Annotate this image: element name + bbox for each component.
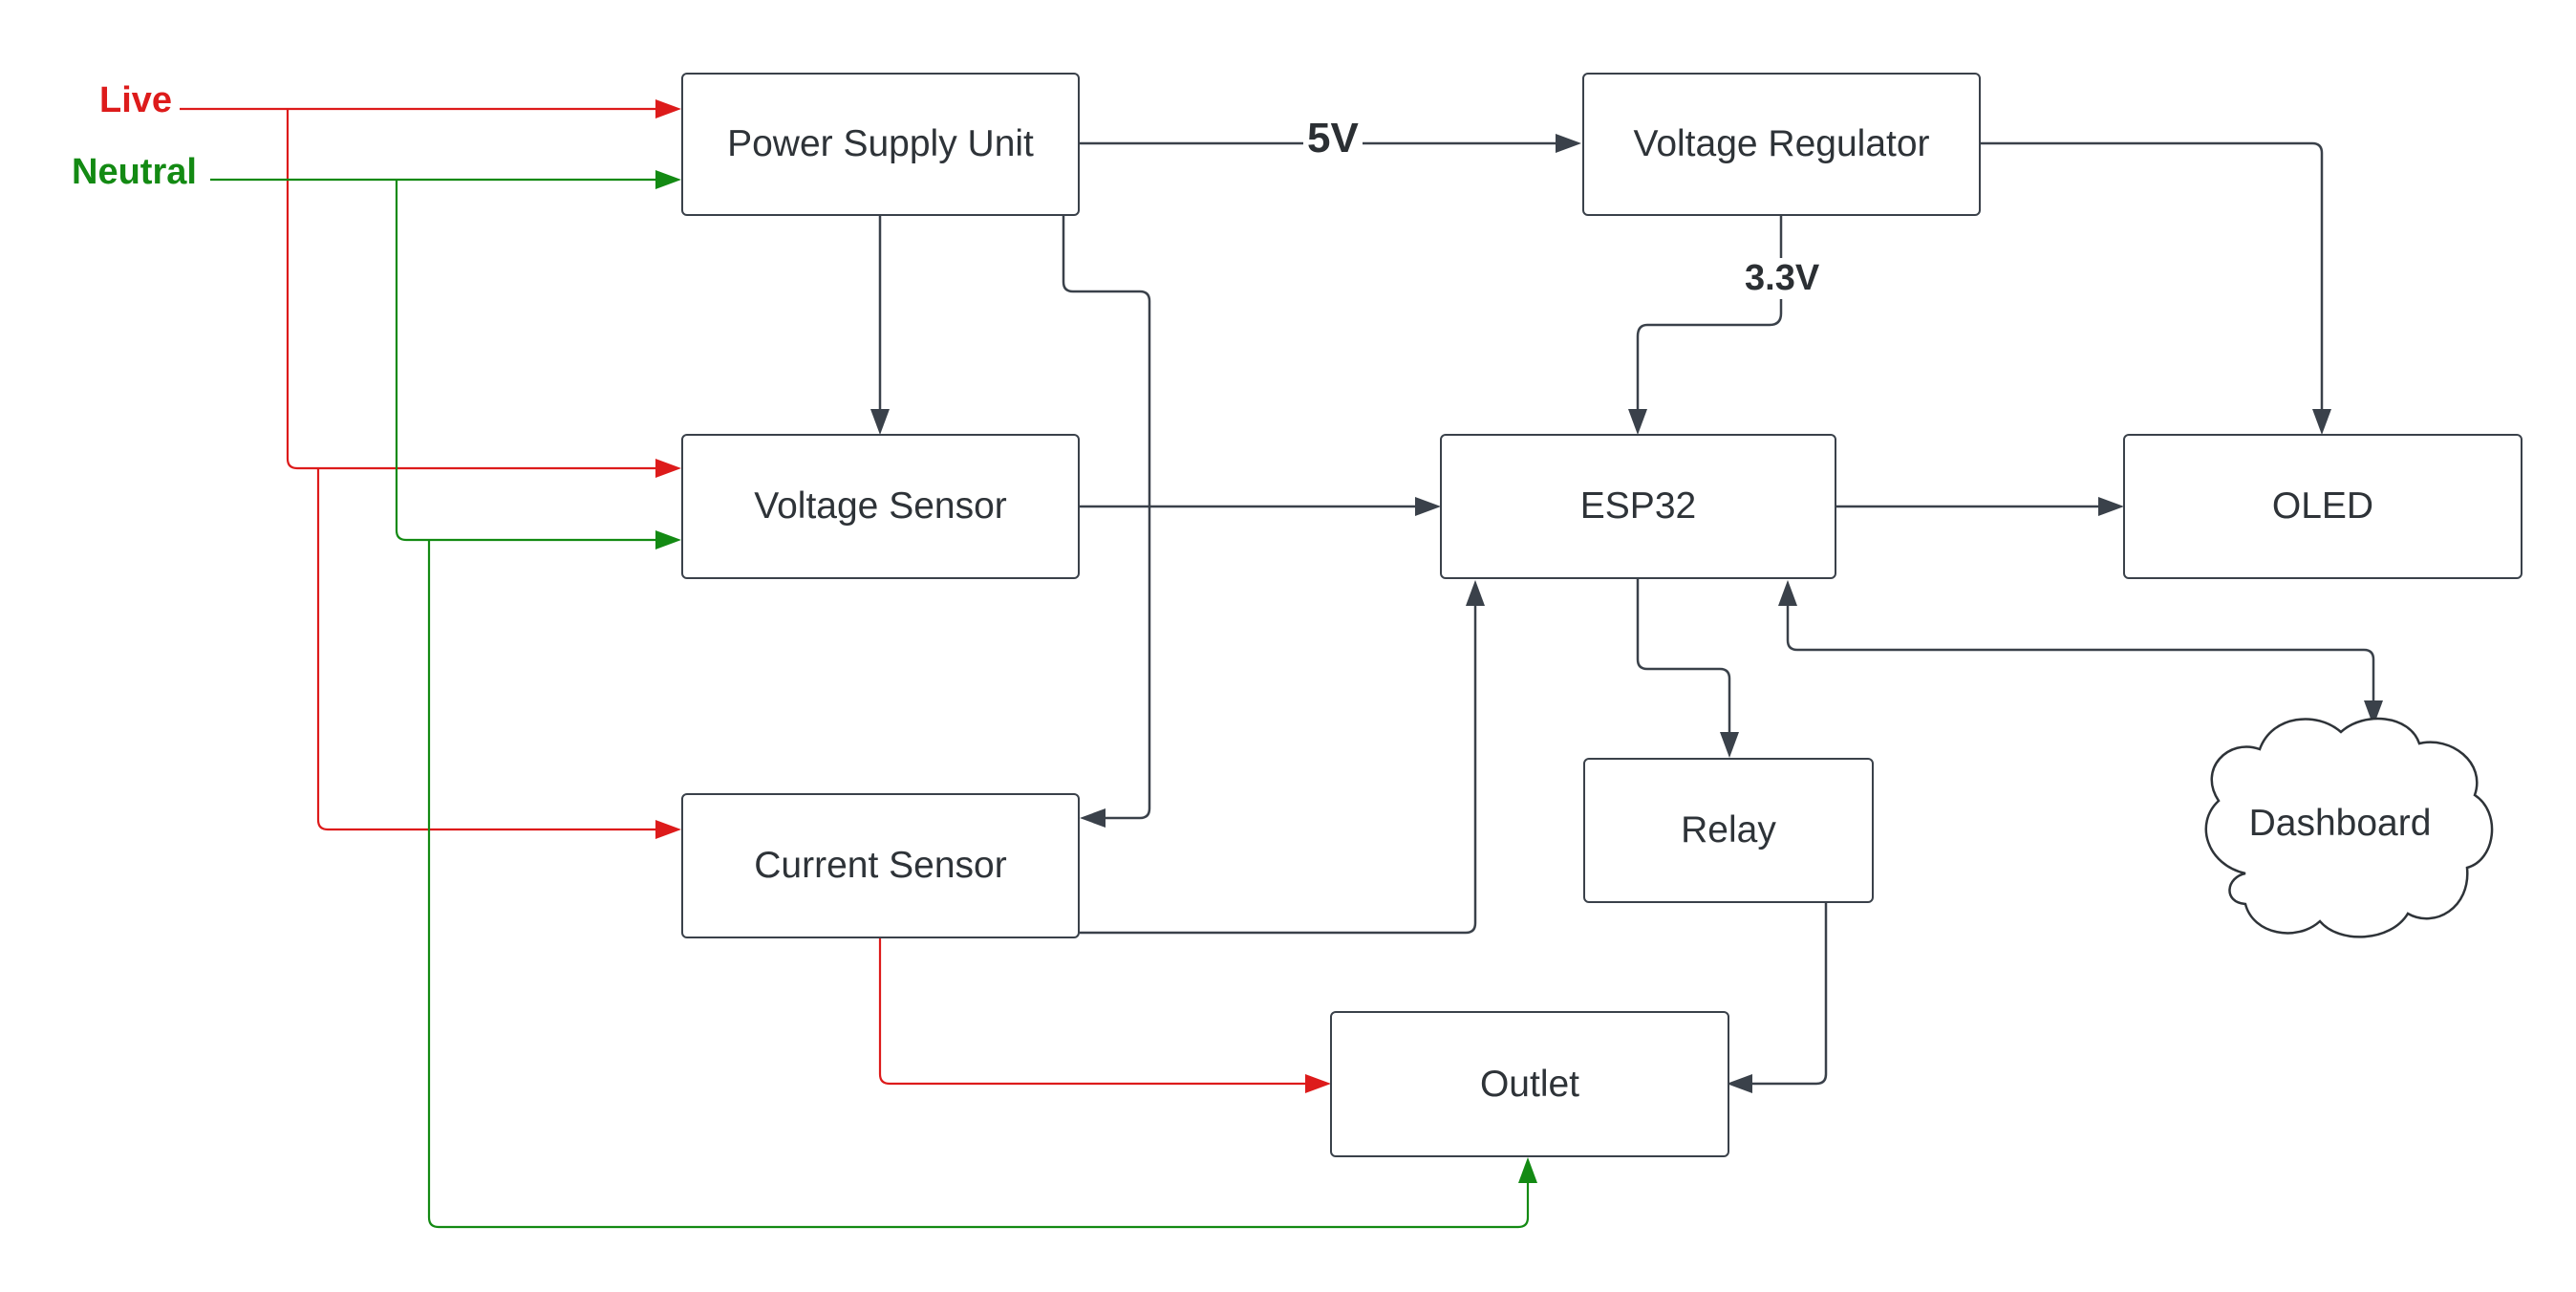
arrowhead-live-outlet [1305,1074,1331,1093]
edge-label-3v3: 3.3V [1741,258,1824,299]
edge-regulator-to-esp32 [1636,216,1783,413]
node-outlet[interactable]: Outlet [1330,1011,1729,1157]
edge-current-sensor-to-esp32 [1080,602,1477,935]
arrowhead-relay-in [1720,732,1739,758]
node-dashboard[interactable]: Dashboard [2248,803,2432,844]
arrowhead-outlet-in-right [1727,1074,1752,1093]
arrowhead-neutral-outlet [1518,1157,1537,1183]
edge-esp32-to-relay [1636,579,1731,736]
arrowhead-oled-in-left [2098,497,2124,516]
edge-label-5v: 5V [1303,115,1363,162]
arrowhead-oled-in [2312,409,2331,435]
edge-relay-to-outlet [1749,903,1828,1086]
node-power-supply-unit[interactable]: Power Supply Unit [681,73,1080,216]
node-oled[interactable]: OLED [2123,434,2522,579]
node-esp32[interactable]: ESP32 [1440,434,1836,579]
neutral-wiring [210,178,1530,1229]
edge-esp32-dashboard [1786,602,2375,705]
arrowhead-esp32-in-left [1415,497,1441,516]
edge-regulator-to-oled [1981,141,2324,413]
node-relay[interactable]: Relay [1583,758,1874,903]
arrowhead-voltage-sensor-in [870,409,890,435]
arrowhead-regulator-in [1556,134,1581,153]
edge-psu-to-current-sensor [1062,216,1151,820]
node-voltage-regulator[interactable]: Voltage Regulator [1582,73,1981,216]
node-voltage-sensor[interactable]: Voltage Sensor [681,434,1080,579]
arrowhead-esp32-in-bottom [1466,580,1485,606]
arrowhead-neutral-psu [655,170,681,189]
node-current-sensor[interactable]: Current Sensor [681,793,1080,938]
arrowhead-esp32-in-from-dashboard [1778,580,1797,606]
live-label: Live [99,80,173,120]
arrowhead-neutral-voltage-sensor [655,530,681,549]
arrowhead-dashboard-in [2364,700,2383,726]
arrowhead-live-current-sensor [655,820,681,839]
live-wiring [180,107,1309,1086]
arrowhead-esp32-in-top [1628,409,1647,435]
dashboard-cloud-shape [2204,717,2494,938]
neutral-label: Neutral [72,152,197,192]
arrowhead-live-psu [655,99,681,118]
arrowhead-live-voltage-sensor [655,459,681,478]
arrowhead-current-sensor-in [1080,808,1106,828]
